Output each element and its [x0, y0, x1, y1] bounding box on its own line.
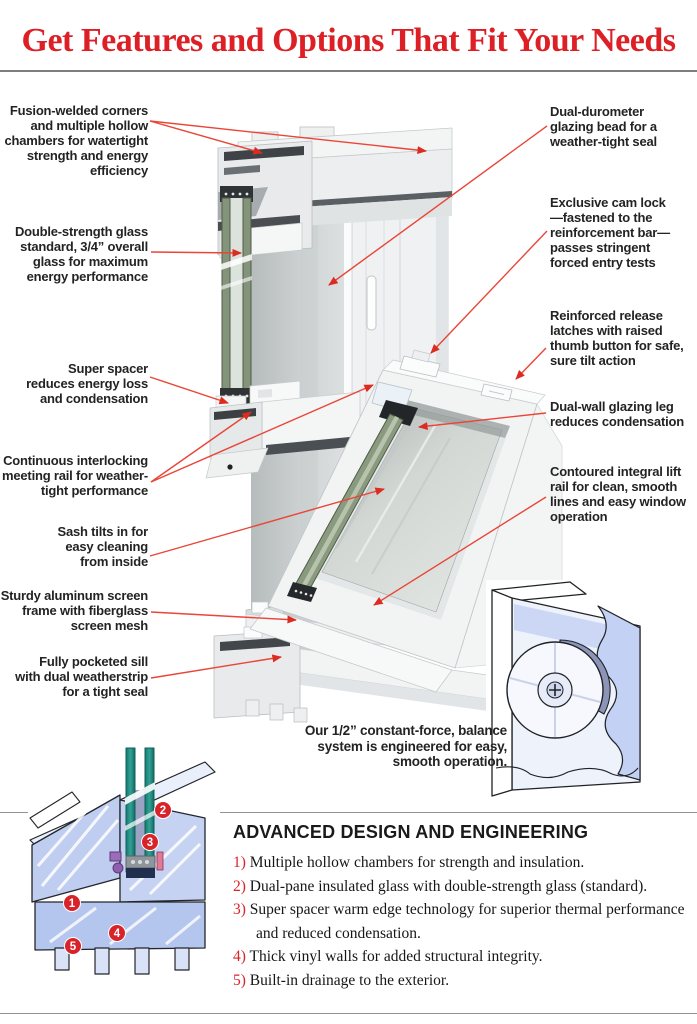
advanced-design-list: 1) Multiple hollow chambers for strength…: [233, 851, 689, 992]
page-title: Get Features and Options That Fit Your N…: [21, 22, 676, 59]
constant-force-coil: [506, 639, 611, 739]
list-item: 1) Multiple hollow chambers for strength…: [233, 851, 689, 875]
sill-cross-section: 2 3 1 4 5: [28, 742, 220, 1008]
list-item: 4) Thick vinyl walls for added structura…: [233, 945, 689, 969]
balance-system-illustration: [486, 580, 670, 797]
marker-1: [63, 894, 81, 912]
balance-system-caption: Our 1/2” constant-force, balance system …: [304, 723, 507, 769]
divider-bottom: [0, 1013, 697, 1014]
callout-fusion-welded: Fusion-welded corners and multiple hollo…: [4, 103, 149, 178]
meeting-rail: [205, 380, 361, 479]
main-window-cutaway: [205, 126, 563, 723]
item-number: 4): [233, 948, 246, 965]
advanced-design-heading: ADVANCED DESIGN AND ENGINEERING: [233, 822, 589, 842]
marker-3-label: 3: [147, 837, 153, 849]
divider-top: [0, 70, 697, 72]
item-number: 5): [233, 971, 246, 989]
item-number: 2): [233, 877, 246, 895]
dual-pane-glass: [125, 747, 164, 878]
divider-middle: [0, 812, 697, 813]
callout-interlocking-meeting-rail: Continuous interlocking meeting rail for…: [2, 453, 148, 498]
marker-5-label: 5: [70, 941, 77, 953]
callout-double-strength-glass: Double-strength glass standard, 3/4” ove…: [14, 224, 148, 284]
marker-2-label: 2: [160, 805, 166, 817]
advanced-design-section: ADVANCED DESIGN AND ENGINEERING 1) Multi…: [233, 822, 689, 992]
lift-rail: [249, 607, 453, 693]
marker-2: [154, 801, 172, 819]
list-item: 2) Dual-pane insulated glass with double…: [233, 875, 689, 899]
insulated-glass-unit: [220, 186, 253, 404]
callout-lift-rail: Contoured integral lift rail for clean, …: [550, 464, 686, 524]
callout-glazing-leg: Dual-wall glazing leg reduces condensati…: [550, 399, 684, 429]
marker-3: [141, 833, 159, 851]
item-text: Dual-pane insulated glass with double-st…: [249, 877, 648, 895]
callout-screen-frame: Sturdy aluminum screen frame with fiberg…: [0, 588, 149, 633]
callout-cam-lock: Exclusive cam lock —fastened to the rein…: [550, 195, 670, 270]
callout-glazing-bead: Dual-durometer glazing bead for a weathe…: [550, 104, 657, 149]
tilted-sash: [267, 349, 546, 669]
item-text: Built-in drainage to the exterior.: [249, 971, 450, 989]
callout-pocketed-sill: Fully pocketed sill with dual weatherstr…: [15, 654, 148, 699]
item-text: Super spacer warm edge technology for su…: [249, 901, 685, 942]
list-item: 5) Built-in drainage to the exterior.: [233, 969, 689, 993]
item-number: 3): [233, 901, 246, 918]
marker-1-label: 1: [69, 898, 76, 910]
item-text: Multiple hollow chambers for strength an…: [249, 854, 585, 871]
marker-4-label: 4: [114, 928, 121, 940]
callout-release-latches: Reinforced release latches with raised t…: [550, 308, 684, 368]
callout-super-spacer: Super spacer reduces energy loss and con…: [26, 361, 148, 406]
callout-arrows: [149, 120, 548, 679]
list-item: 3) Super spacer warm edge technology for…: [233, 898, 689, 945]
item-text: Thick vinyl walls for added structural i…: [249, 948, 543, 965]
jamb-slot: [366, 275, 377, 331]
marker-4: [108, 924, 126, 942]
marker-5: [64, 937, 82, 955]
callout-sash-tilts: Sash tilts in for easy cleaning from ins…: [57, 524, 148, 569]
item-number: 1): [233, 854, 246, 871]
